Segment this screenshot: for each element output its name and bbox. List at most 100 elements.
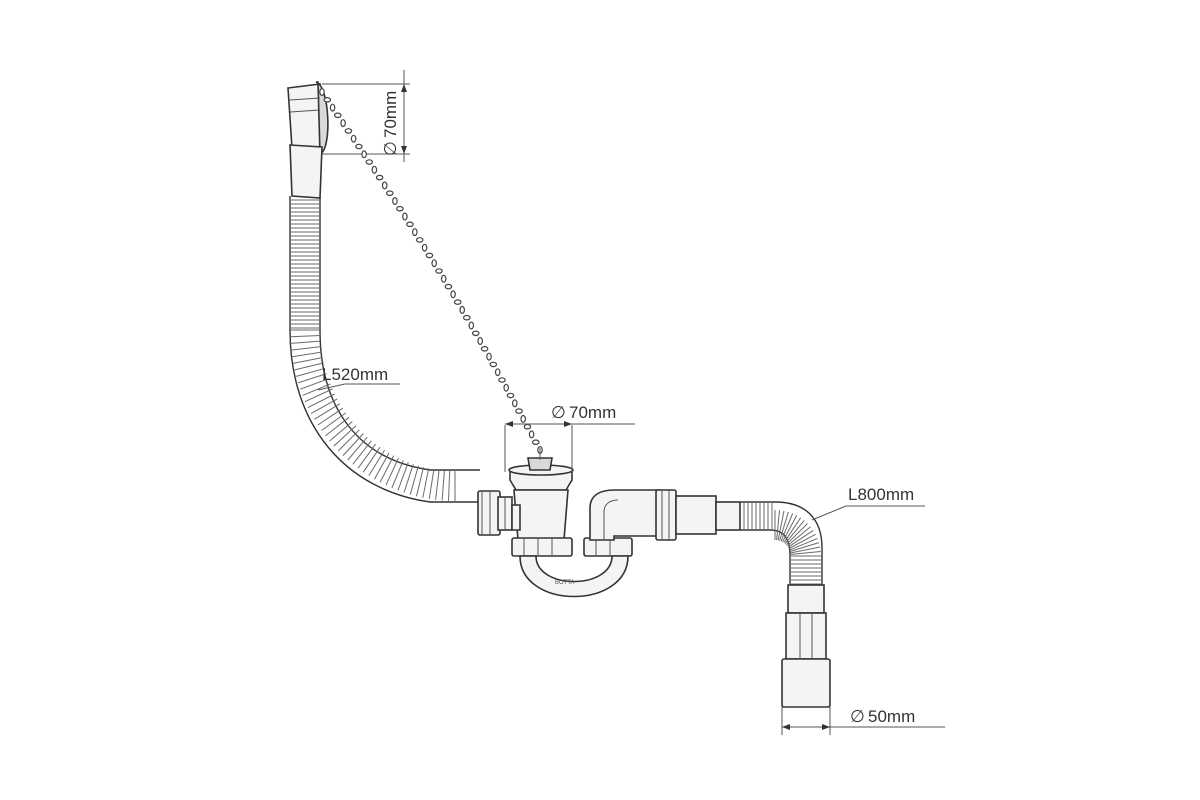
chain-link [489,361,498,368]
chain-link [459,305,466,314]
chain-link [425,252,434,259]
outlet-diameter-label: 50mm [868,707,915,726]
hose-ridge [321,412,347,431]
chain-link [477,337,484,346]
hose-ridge [776,510,780,541]
drain-diameter-symbol: ∅ [551,403,566,422]
hose-length-label: L520mm [322,365,388,384]
chain-link [471,330,480,337]
hose-ridge [304,388,333,403]
hose-ridge [362,446,381,473]
hose-ridge [347,436,368,461]
chain-link [468,321,475,330]
chain-link [323,97,332,103]
chain-link [385,190,394,197]
overflow-hose [289,196,480,503]
chain-link [329,103,336,112]
hose-ridge [385,457,399,486]
hose-ridge [368,449,385,477]
hose-ridge [297,373,327,384]
hose-ridge [314,403,341,420]
hose-ridge [291,346,321,351]
hose-ridge [780,513,794,542]
hose-ridge [290,340,321,344]
outlet-hose-length-dimension: L800mm [811,485,925,521]
chain-link [333,112,342,119]
hose-length-dimension: L520mm [317,365,400,391]
hose-ridge [448,470,451,501]
chain-link [355,143,363,150]
hose-ridge [782,515,798,543]
hose-ridge [784,520,805,544]
hose-ridge [787,526,811,547]
hose-ridge [790,546,821,554]
chain-link [375,174,384,181]
hose-ridge [397,462,409,491]
outlet-pipe [781,584,831,708]
chain-link [411,228,418,237]
chain-link [406,221,414,228]
chain-link [531,439,540,446]
overflow-diameter-label: 70mm [381,91,400,138]
hose-ridge [783,517,802,543]
hose-ridge [379,455,395,483]
hose-ridge [777,510,785,541]
chain-link [396,205,404,212]
hose-ridge [293,357,323,364]
chain-link [520,414,527,423]
chain-link [453,299,462,305]
hose-connector-left [477,490,513,536]
outlet-diameter-symbol: ∅ [850,707,865,726]
hose-ridge [409,465,419,495]
overflow-diameter-symbol: ∅ [381,141,400,156]
chain-link [365,159,374,165]
chain-link [480,345,489,352]
chain-link [319,87,325,96]
chain-link [494,368,501,377]
chain-link [402,212,408,221]
outlet-connector [655,489,741,541]
outlet-elbow [589,489,661,541]
chain-link [421,243,428,252]
hose-ridge [435,469,440,500]
hose-ridge [373,452,390,480]
chain-link [431,259,438,268]
chain-link [503,383,510,392]
overflow-diameter-dimension: ∅ 70mm [322,70,410,162]
hose-ridge [790,542,820,552]
chain-link [350,134,357,143]
svg-text:BOTTA: BOTTA [555,580,575,586]
overflow-head [287,81,329,199]
chain-link [415,237,424,243]
hose-ridge [779,511,789,541]
outlet-hose-length-label: L800mm [848,485,914,504]
hose-ridge [317,407,344,426]
hose-ridge [307,393,335,409]
hose-ridge [342,433,364,456]
hose-ridge [785,523,808,546]
chain-link [450,290,456,299]
chain-link [340,119,346,128]
drain-diameter-dimension: ∅ 70mm [504,403,635,472]
chain-link [523,423,532,430]
hose-ridge [357,443,377,469]
chain-link [511,399,518,408]
hose-ridge [290,335,321,338]
hose-ridge [294,362,324,371]
hose-ridge [391,460,404,489]
chain-link [435,268,443,274]
hose-ridge [790,551,821,555]
plug-chain [319,87,543,455]
chain-link [528,430,535,439]
chain-link [515,408,523,414]
hose-ridge [441,470,445,501]
hose-ridge [310,398,338,415]
chain-link [498,377,506,383]
hose-ridge [302,383,331,396]
drain-diameter-label: 70mm [569,403,616,422]
hose-ridge [789,537,818,551]
chain-link [344,128,353,134]
chain-link [440,274,447,283]
hose-ridge [422,468,430,498]
hose-ridge [352,440,372,465]
